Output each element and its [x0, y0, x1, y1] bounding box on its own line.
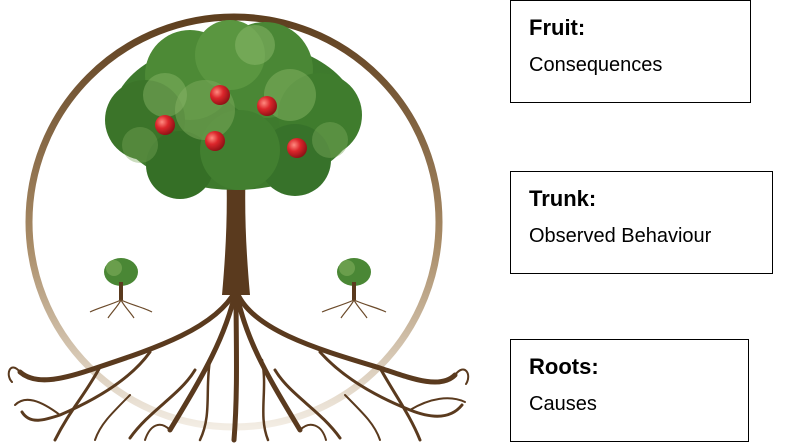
- apple-icon: [257, 96, 277, 116]
- roots-label-box: Roots: Causes: [510, 339, 749, 442]
- roots-description: Causes: [529, 392, 748, 416]
- fruit-description: Consequences: [529, 53, 750, 77]
- roots-drawing: [9, 290, 468, 440]
- small-tree-icon: [90, 258, 152, 318]
- apple-icon: [210, 85, 230, 105]
- tree-illustration: [0, 0, 480, 444]
- apple-icon: [287, 138, 307, 158]
- apple-icon: [155, 115, 175, 135]
- canopy-drawing: [105, 20, 362, 199]
- trunk-title: Trunk:: [529, 186, 772, 212]
- fruit-label-box: Fruit: Consequences: [510, 0, 751, 103]
- fruit-title: Fruit:: [529, 15, 750, 41]
- trunk-description: Observed Behaviour: [529, 224, 772, 248]
- apple-icon: [205, 131, 225, 151]
- roots-title: Roots:: [529, 354, 748, 380]
- small-tree-icon: [322, 258, 386, 318]
- trunk-label-box: Trunk: Observed Behaviour: [510, 171, 773, 274]
